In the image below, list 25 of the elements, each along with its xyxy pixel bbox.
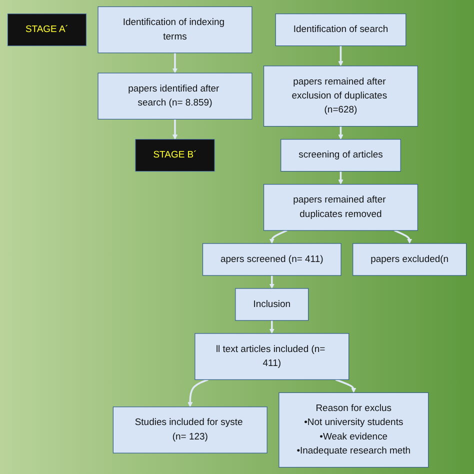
node-box: Reason for exclus •Not university students •Weak evidence •Inadequate research meth <box>278 392 429 468</box>
arrow <box>269 275 274 289</box>
arrow <box>335 378 356 393</box>
node-box: Inclusion <box>235 288 309 321</box>
node-box: papers identified after search (n= 8.859) <box>98 72 252 120</box>
node-box: ll text articles included (n= 411) <box>194 333 350 380</box>
arrow <box>269 320 274 334</box>
arrow <box>338 46 344 66</box>
node-box: apers screened (n= 411) <box>202 243 342 276</box>
node-box: papers remained after duplicates removed <box>263 184 418 231</box>
arrow <box>338 126 344 140</box>
node-box: screening of articles <box>280 139 401 172</box>
node-box: Studies included for syste (n= 123) <box>112 406 268 454</box>
arrow <box>188 378 208 408</box>
arrow <box>394 230 412 244</box>
arrow <box>172 52 178 74</box>
arrow <box>172 119 178 140</box>
arrow <box>269 230 288 244</box>
node-box: Identification of indexing terms <box>98 6 252 54</box>
node-box: papers remained after exclusion of duplicates (n=628) <box>263 66 418 127</box>
arrow <box>338 171 344 185</box>
node-box: STAGE A´ <box>7 14 86 46</box>
node-box: Identification of search <box>275 14 406 46</box>
node-box: STAGE B´ <box>135 139 215 172</box>
node-box: papers excluded(n <box>352 243 467 276</box>
